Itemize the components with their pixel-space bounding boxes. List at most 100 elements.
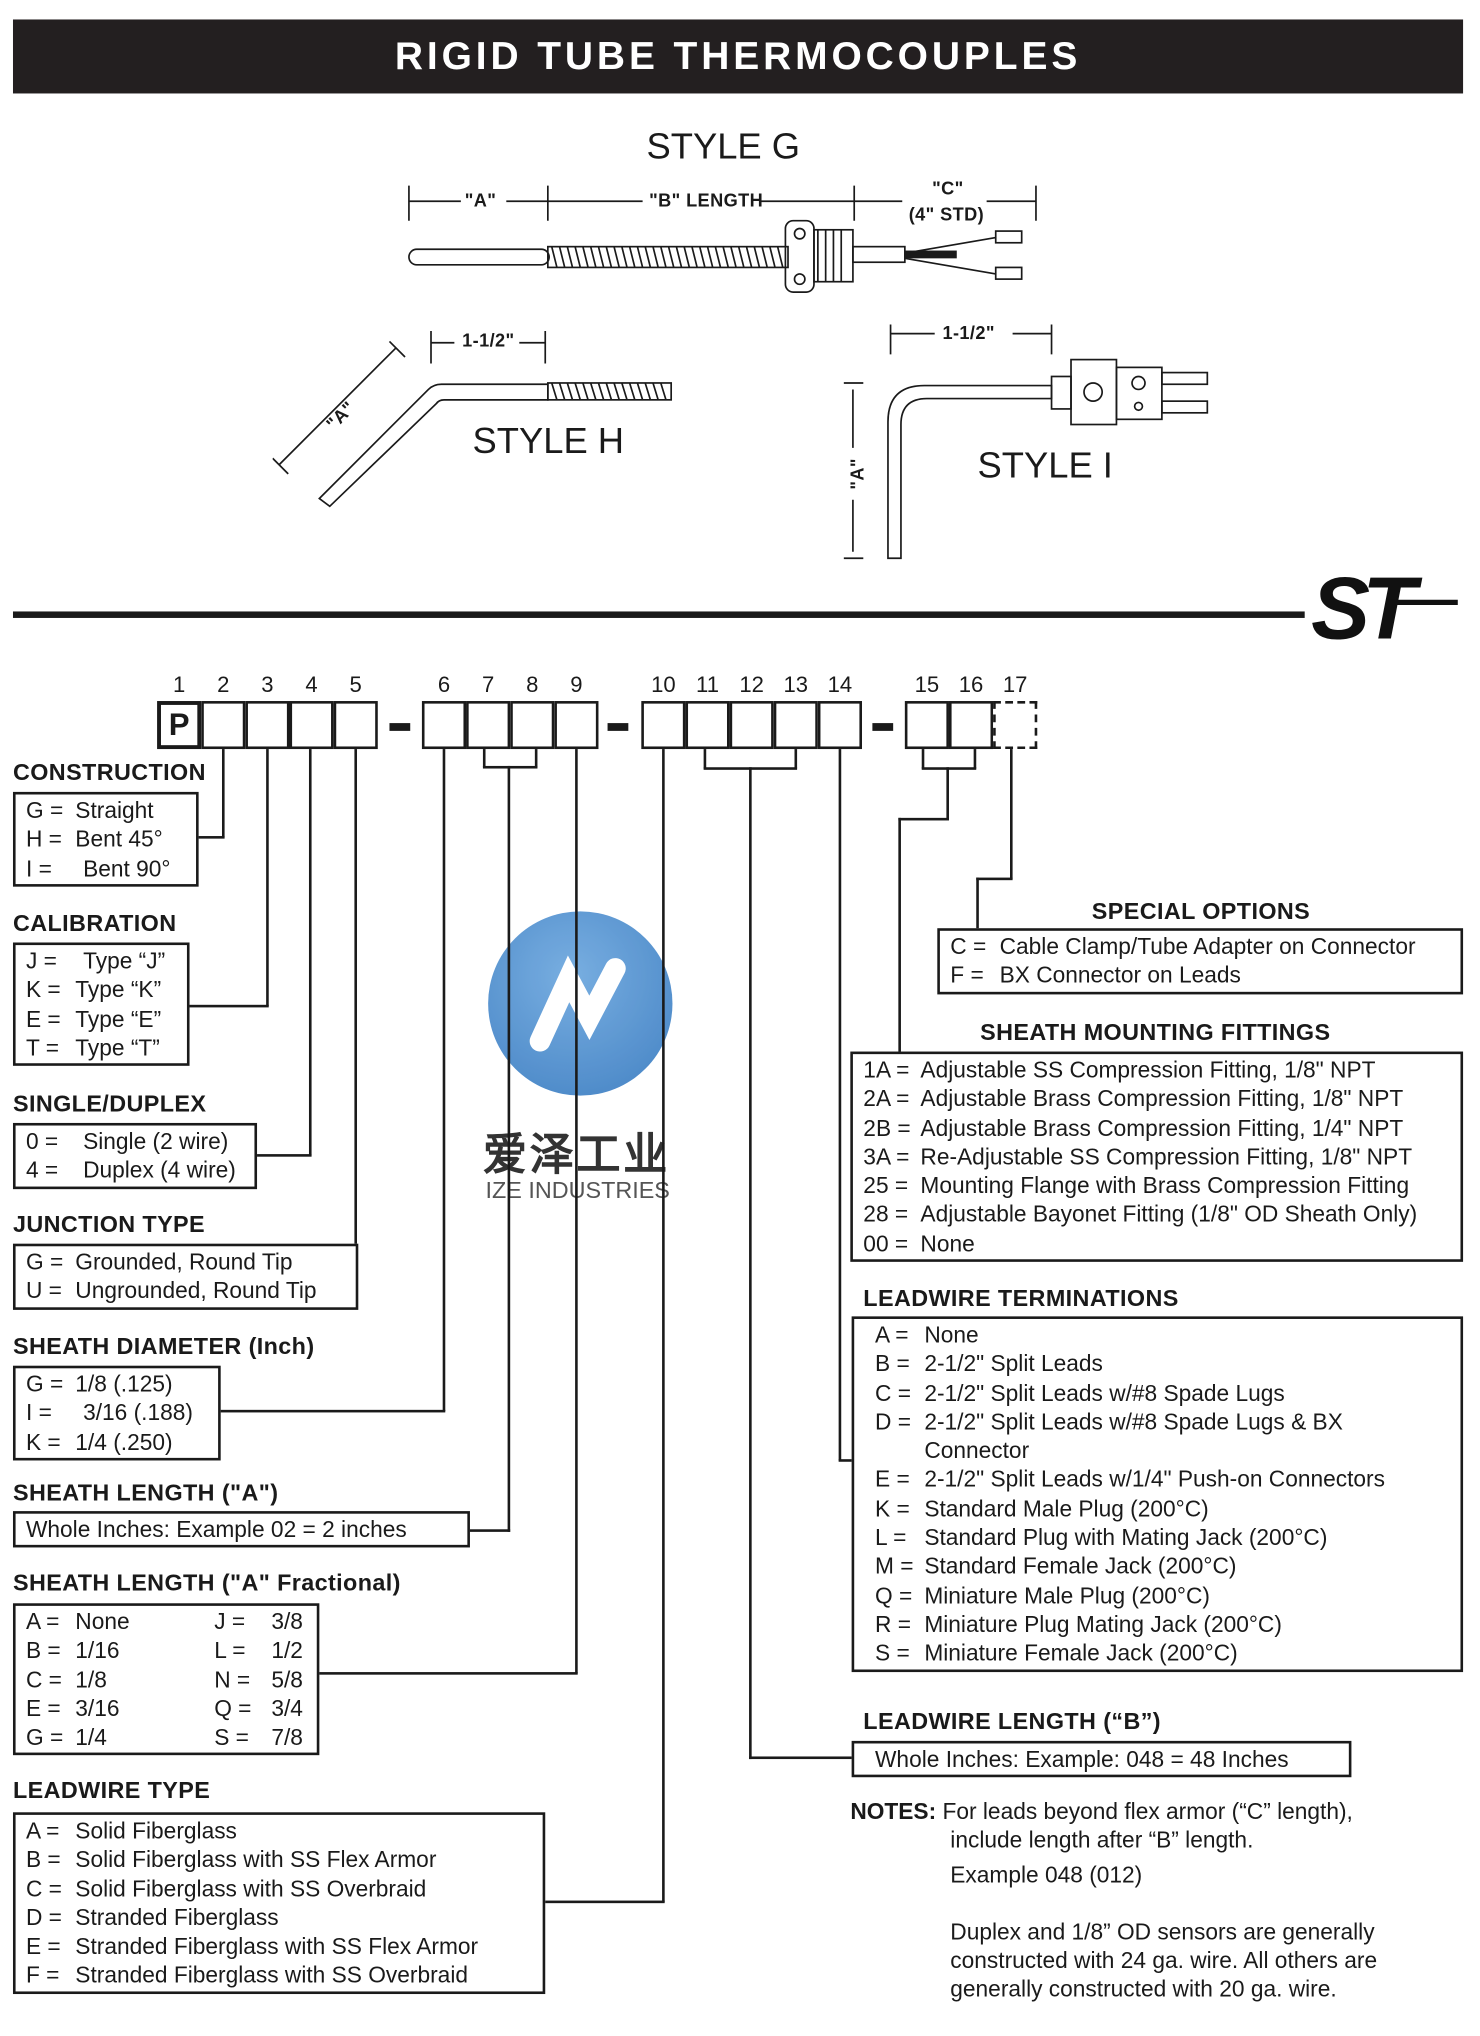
option-code: 2B =	[863, 1114, 911, 1141]
code-position-box	[685, 701, 730, 750]
sheath-diameter-options: G =1/8 (.125)I =3/16 (.188)K =1/4 (.250)	[12, 1365, 221, 1461]
leadwire-length-heading: LEADWIRE LENGTH (“B”)	[863, 1708, 1161, 1735]
option-code: M =	[874, 1553, 914, 1580]
option-item: E =Stranded Fiberglass with SS Flex Armo…	[26, 1932, 532, 1961]
option-description: Solid Fiberglass with SS Overbraid	[75, 1875, 427, 1902]
option-item: U =Ungrounded, Round Tip	[26, 1277, 345, 1306]
option-item: B =2-1/2" Split Leads	[875, 1349, 1450, 1378]
option-code: D =	[25, 1904, 62, 1931]
option-code: F =	[25, 1962, 60, 1989]
option-description: Grounded, Round Tip	[75, 1248, 293, 1275]
option-description: 7/8	[271, 1724, 303, 1751]
option-code: K =	[25, 976, 61, 1003]
option-code: E =	[25, 1005, 61, 1032]
option-item: K =1/4 (.250)	[26, 1427, 208, 1456]
notes-example: Example 048 (012)	[950, 1861, 1143, 1888]
option-description: Bent 45°	[75, 826, 163, 853]
leadwire-type-heading: LEADWIRE TYPE	[12, 1777, 211, 1804]
option-item: K =Standard Male Plug (200°C)	[875, 1494, 1450, 1523]
option-code: C =	[874, 1379, 911, 1406]
option-item: 0 =Single (2 wire)	[26, 1127, 244, 1156]
connector-line	[255, 1154, 312, 1157]
option-description: Straight	[75, 797, 154, 824]
position-number: 7	[481, 672, 495, 698]
option-description: Miniature Plug Mating Jack (200°C)	[924, 1611, 1282, 1637]
style-h-dim-label: 1-1/2"	[462, 329, 515, 351]
option-code: K =	[874, 1495, 910, 1522]
style-h-label: STYLE H	[472, 420, 625, 461]
option-code: T =	[25, 1034, 60, 1061]
connector-line	[468, 1529, 511, 1532]
dim-a-label: "A"	[464, 189, 497, 211]
option-description: Adjustable SS Compression Fitting, 1/8" …	[920, 1056, 1376, 1083]
code-position-box	[245, 701, 290, 750]
option-item: A =Solid Fiberglass	[26, 1816, 532, 1845]
connector-line	[482, 765, 538, 769]
option-item: R =Miniature Plug Mating Jack (200°C)	[875, 1610, 1450, 1639]
option-code: G =	[25, 1248, 64, 1275]
position-number: 11	[696, 672, 719, 698]
connector-line	[973, 749, 977, 769]
code-position-box	[773, 701, 818, 750]
option-description: 2-1/2" Split Leads	[924, 1350, 1103, 1377]
code-position-box	[554, 701, 599, 750]
code-position-box	[466, 701, 511, 750]
position-number: 14	[827, 672, 853, 698]
option-description: 2-1/2" Split Leads w/#8 Spade Lugs & BX …	[924, 1408, 1343, 1464]
option-description: Whole Inches: Example: 048 = 48 Inches	[874, 1746, 1289, 1773]
st-logo: ST	[1309, 559, 1458, 658]
option-item: 25 =Mounting Flange with Brass Compressi…	[863, 1171, 1450, 1200]
connector-line	[662, 749, 665, 1902]
option-description: Ungrounded, Round Tip	[75, 1277, 317, 1304]
option-item: K =Type “K”	[26, 975, 177, 1004]
connector-line	[266, 749, 269, 1007]
connector-line	[1009, 749, 1013, 879]
option-description: 1/8 (.125)	[75, 1370, 173, 1397]
position-number: 17	[1002, 672, 1028, 698]
option-code: G =	[25, 1724, 64, 1751]
style-h-drawing	[272, 331, 673, 508]
option-description: 3/4	[271, 1695, 303, 1722]
option-description: Single (2 wire)	[83, 1128, 229, 1155]
option-description: BX Connector on Leads	[999, 962, 1241, 989]
option-item: L =Standard Plug with Mating Jack (200°C…	[875, 1523, 1450, 1552]
option-item: 00 =None	[863, 1229, 1450, 1258]
page-title: RIGID TUBE THERMOCOUPLES	[12, 19, 1464, 94]
option-code: B =	[25, 1846, 61, 1873]
single-duplex-heading: SINGLE/DUPLEX	[12, 1090, 207, 1117]
option-description: 1/2	[271, 1637, 303, 1664]
option-code: Q =	[214, 1695, 252, 1722]
option-code: C =	[25, 1666, 62, 1693]
option-item: T = Type “T”	[26, 1033, 177, 1062]
option-item: F =Stranded Fiberglass with SS Overbraid	[26, 1961, 532, 1990]
notes-p2-3: generally constructed with 20 ga. wire.	[950, 1975, 1337, 2002]
sheath-mounting-options: 1A =Adjustable SS Compression Fitting, 1…	[850, 1051, 1464, 1262]
option-code: A =	[874, 1321, 909, 1348]
code-position-box	[817, 701, 863, 750]
option-item: Q =Miniature Male Plug (200°C)	[875, 1581, 1450, 1610]
option-description: Miniature Male Plug (200°C)	[924, 1582, 1210, 1609]
connector-line	[976, 877, 979, 930]
code-position-box	[333, 701, 378, 750]
connector-line	[308, 749, 312, 1156]
option-item: 1A =Adjustable SS Compression Fitting, 1…	[863, 1055, 1450, 1084]
option-code: 3A =	[863, 1143, 910, 1170]
option-code: 2A =	[863, 1085, 910, 1112]
option-item: D =Stranded Fiberglass	[26, 1903, 532, 1932]
leadwire-terminations-heading: LEADWIRE TERMINATIONS	[863, 1285, 1179, 1312]
connector-line	[898, 817, 901, 1052]
option-code: C =	[25, 1875, 62, 1902]
option-description: Type “T”	[75, 1034, 160, 1061]
option-description: Bent 90°	[83, 854, 171, 881]
connector-line	[749, 1756, 853, 1760]
option-item: Whole Inches: Example 02 = 2 inches	[26, 1515, 457, 1544]
divider	[12, 611, 1305, 618]
single-duplex-options: 0 =Single (2 wire)4 =Duplex (4 wire)	[12, 1122, 258, 1189]
watermark-en: IZE INDUSTRIES	[485, 1177, 670, 1204]
code-position-box	[201, 701, 246, 750]
option-code: G =	[25, 1370, 64, 1397]
code-position-box	[729, 701, 774, 750]
option-description: 3/8	[271, 1608, 303, 1635]
